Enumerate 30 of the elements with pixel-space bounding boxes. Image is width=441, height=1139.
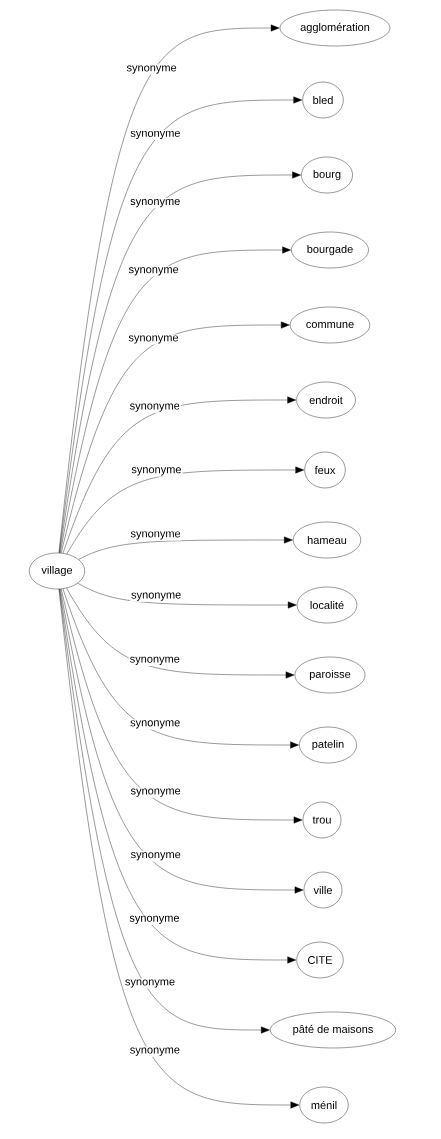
edge-label: synonyme — [130, 130, 180, 140]
edge-label: synonyme — [130, 1047, 180, 1056]
arrow — [58, 24, 280, 554]
arrow — [77, 582, 297, 609]
arrow — [61, 321, 290, 554]
edge-label: synonyme — [130, 656, 180, 665]
edge-label: synonyme — [130, 788, 181, 797]
arrow — [66, 466, 305, 555]
edge-label: synonyme — [130, 199, 180, 208]
edge-label: synonyme — [128, 267, 179, 276]
edge-label: synonyme — [126, 65, 177, 74]
edge-label: synonyme — [130, 531, 181, 540]
arrow — [59, 588, 297, 964]
edge-label: synonyme — [125, 979, 175, 988]
arrow — [60, 588, 304, 894]
edge-label: synonyme — [128, 335, 179, 344]
arrow — [59, 171, 301, 554]
edge-label: synonyme — [130, 852, 181, 861]
edge-label: synonyme — [131, 467, 181, 476]
arrow — [62, 588, 299, 749]
edge-label: synonyme — [130, 720, 180, 729]
edge-label: synonyme — [131, 592, 181, 601]
arrow — [61, 588, 303, 824]
arrow — [60, 246, 291, 554]
arrow — [66, 587, 295, 679]
arrow — [78, 536, 293, 560]
arrow — [58, 588, 300, 1109]
edge-label: synonyme — [129, 915, 179, 924]
arrow — [62, 396, 296, 554]
edge-label: synonyme — [130, 403, 180, 412]
